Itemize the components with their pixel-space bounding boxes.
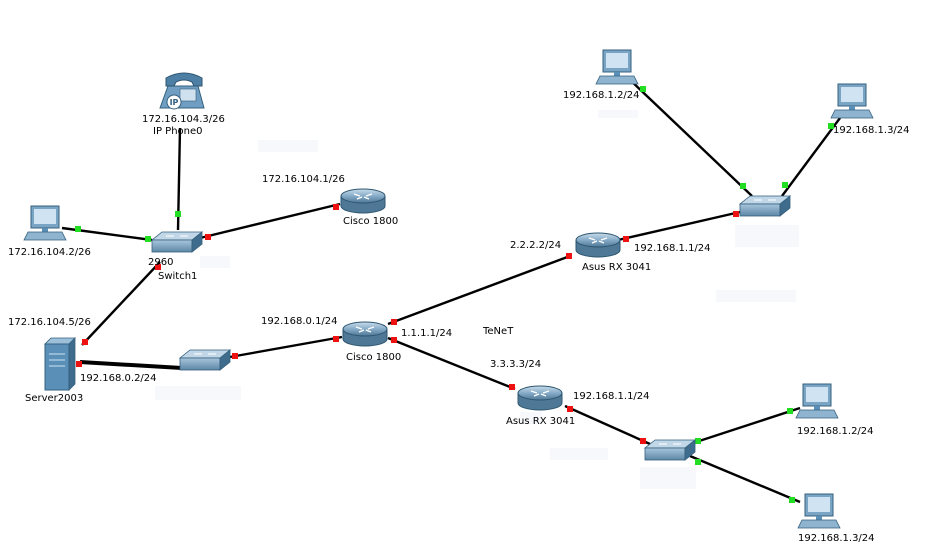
switch-icon-br (643, 439, 697, 461)
asus-top-ip-right-label: 192.168.1.1/24 (634, 243, 711, 254)
pc-br1-ip-label: 192.168.1.2/24 (797, 426, 874, 437)
links (61, 77, 841, 504)
server-name-label: Server2003 (25, 393, 84, 404)
asus-bottom-ip-left-label: 3.3.3.3/24 (490, 359, 542, 370)
link-pctr1-switch (627, 77, 753, 197)
router-icon-asus-top (575, 232, 621, 258)
switch-icon-mid (178, 349, 232, 371)
asus-bottom-model-label: Asus RX 3041 (506, 416, 576, 427)
pc-tr1-ip-label: 192.168.1.2/24 (563, 90, 640, 101)
switch1-name-label: Switch1 (158, 271, 198, 282)
switch-icon-tr (738, 195, 792, 217)
ip-phone-ip-label: 172.16.104.3/26 (142, 114, 225, 125)
cloud-label: TeNeT (483, 326, 514, 337)
router-icon-center (342, 321, 388, 347)
pc-br2-ip-label: 192.168.1.3/24 (798, 533, 875, 544)
router-center-ip-right-label: 1.1.1.1/24 (401, 328, 453, 339)
link-switch-pcbr1 (689, 406, 801, 446)
link-router-asus-top (387, 254, 571, 326)
link-asus-bottom-switch (564, 404, 651, 446)
pc-icon-br2 (797, 493, 841, 529)
link-switch1-router (199, 202, 341, 240)
asus-top-ip-left-label: 2.2.2.2/24 (510, 240, 562, 251)
asus-top-model-label: Asus RX 3041 (582, 262, 652, 273)
router-top-ip-label: 172.16.104.1/26 (262, 174, 345, 185)
switch1-model-label: 2960 (148, 257, 174, 268)
server-icon (44, 337, 76, 391)
asus-bottom-ip-right-label: 192.168.1.1/24 (573, 391, 650, 402)
switch-icon-1 (150, 231, 204, 253)
ip-phone-icon: IP (159, 72, 205, 110)
pc-icon-left (23, 205, 67, 241)
link-pctr2-switch (781, 117, 841, 197)
pc-icon-br1 (795, 383, 839, 419)
link-router-asus-bottom (387, 336, 516, 391)
svg-text:IP: IP (170, 98, 179, 107)
server-ip-label: 172.16.104.5/26 (8, 317, 91, 328)
pc-icon-tr2 (830, 83, 874, 119)
pc-icon-tr1 (595, 49, 639, 85)
pc-tr2-ip-label: 192.168.1.3/24 (833, 125, 910, 136)
router-icon-asus-bottom (517, 385, 563, 411)
server-ip2-label: 192.168.0.2/24 (80, 373, 157, 384)
router-center-ip-left-label: 192.168.0.1/24 (261, 316, 338, 327)
router-top-model-label: Cisco 1800 (343, 216, 399, 227)
router-icon-top (340, 188, 386, 214)
link-server-switchmid (79, 360, 183, 370)
ip-phone-name-label: IP Phone0 (153, 126, 203, 137)
pc-left-ip-label: 172.16.104.2/26 (8, 247, 91, 258)
link-switch-pcbr2 (689, 454, 801, 504)
router-center-model-label: Cisco 1800 (346, 352, 402, 363)
link-asus-top-switch (617, 210, 741, 242)
link-switch1-server (81, 261, 161, 346)
link-switchmid-router (229, 335, 343, 359)
port-indicators (75, 86, 834, 503)
